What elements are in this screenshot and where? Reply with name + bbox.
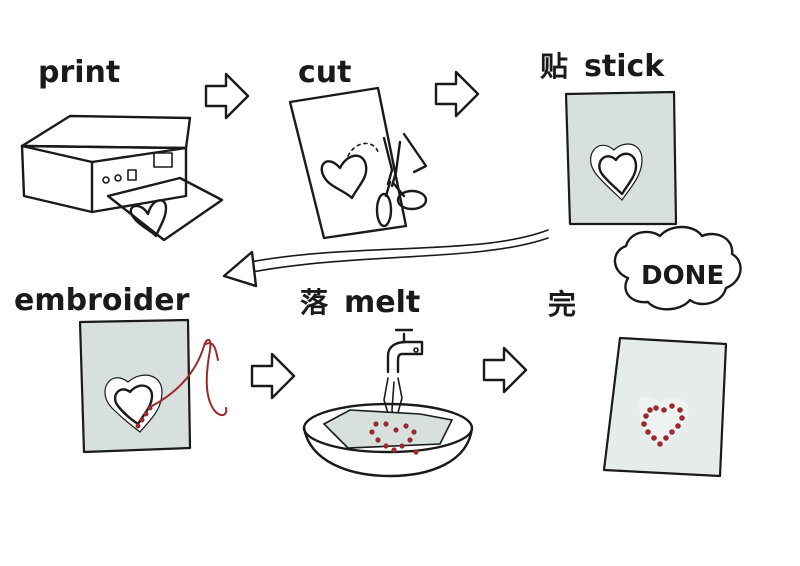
arrow-melt-to-done [482,346,528,394]
arrow-print-to-cut [204,72,250,120]
melt-label: melt [344,285,420,320]
arrow-cut-to-stick [434,70,480,118]
faucet-basin-icon [302,328,474,478]
print-label: print [38,55,120,90]
stick-label: stick [584,49,665,84]
step-stick: 贴 stick [540,49,678,226]
step-cut: cut [288,55,428,240]
melt-cjk-label: 落 [300,286,329,319]
done-label: DONE [641,261,724,291]
embroider-label: embroider [14,283,190,318]
needle-thread-icon [78,318,228,454]
sheet-icon [564,90,678,226]
done-cjk-label: 完 [548,288,576,321]
arrow-stick-to-embroider [222,229,549,288]
embroidered-heart-icon [602,336,728,478]
step-print: print [20,55,224,242]
cut-label: cut [298,55,351,90]
step-melt: 落 melt [300,285,474,478]
stick-cjk-label: 贴 [540,50,568,83]
printer-icon [20,114,224,242]
done-cloud-bubble [613,225,742,311]
arrow-embroider-to-melt [250,352,296,400]
step-embroider: embroider [14,283,228,454]
scissors-icon [288,86,428,240]
step-done: 完 DONE [548,225,742,478]
